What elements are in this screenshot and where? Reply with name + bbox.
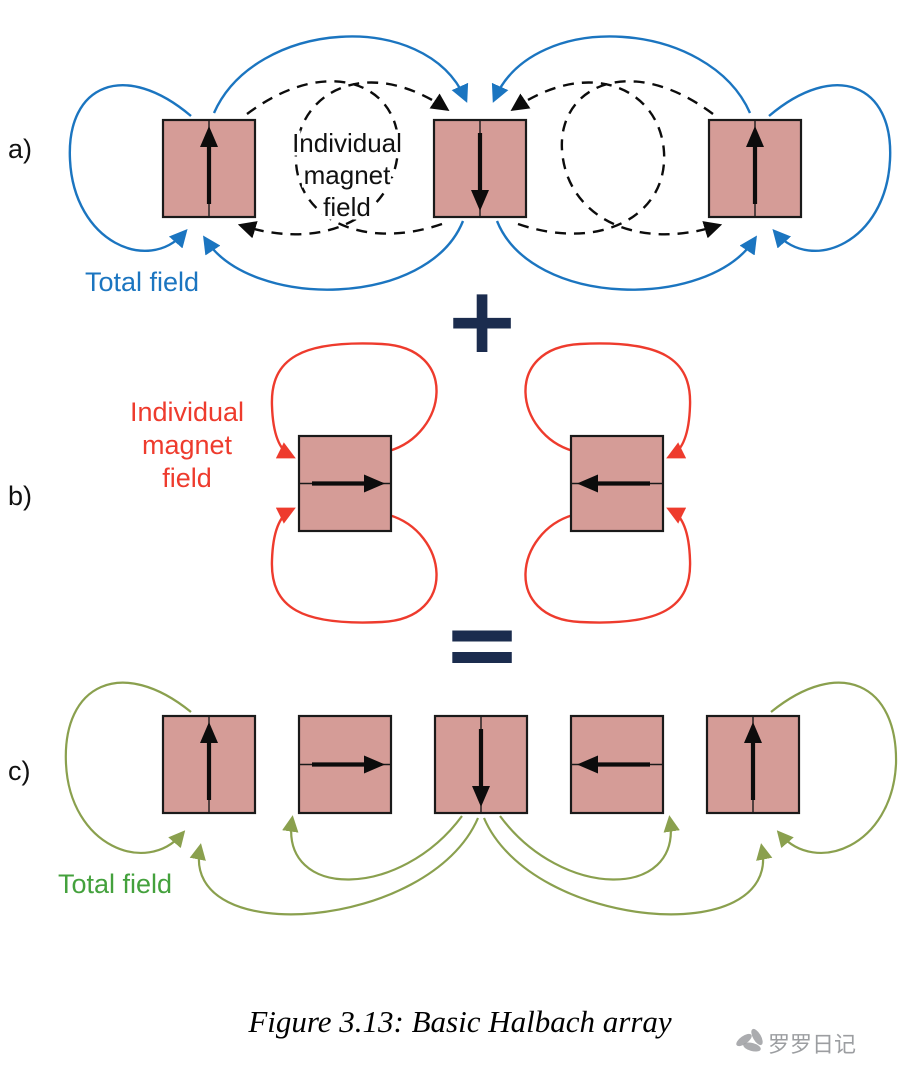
total-field-line-c-outer-left — [64, 681, 192, 854]
total-field-label-c: Total field — [58, 869, 172, 899]
individual-field-loop-b1-top — [270, 342, 438, 459]
individual-field-line-1 — [237, 80, 400, 239]
magnetization-arrow-left — [577, 755, 598, 774]
magnet-left — [569, 434, 665, 533]
panel-c-label: c) — [8, 756, 31, 786]
total-field-line-c-outer-right — [770, 681, 898, 854]
total-field-label-a: Total field — [85, 267, 199, 297]
equals-operator: = — [442, 590, 522, 700]
magnet-up — [161, 714, 257, 815]
watermark-logo — [736, 1028, 763, 1052]
magnetization-arrow-left — [577, 474, 598, 493]
magnet-up — [707, 118, 803, 219]
total-field-line-bottom-right — [495, 220, 757, 291]
individual-field-line-4 — [560, 80, 723, 239]
total-field-line-bottom-left — [203, 220, 465, 291]
individual-field-label-line3: field — [323, 192, 371, 222]
magnet-down — [433, 714, 529, 815]
magnetization-arrow-right — [364, 474, 385, 493]
magnet-up — [705, 714, 801, 815]
individual-field-line-3 — [510, 81, 666, 235]
magnetization-arrow-up — [200, 126, 218, 147]
total-field-line-top-right — [491, 35, 752, 114]
magnetization-arrow-right — [364, 755, 385, 774]
magnet-row-c — [161, 714, 801, 815]
total-field-line-outer-right — [768, 84, 892, 252]
total-field-line-c-swoop-right-short — [499, 815, 680, 881]
individual-field-label-b-line2: magnet — [142, 430, 233, 460]
panel-c: c) Total field — [8, 681, 898, 916]
magnetization-arrow-down — [471, 190, 489, 211]
total-field-line-top-left — [212, 35, 469, 114]
magnetization-arrow-up — [746, 126, 764, 147]
panel-b: b) Individual magnet field — [8, 342, 692, 624]
magnet-up — [161, 118, 257, 219]
individual-field-label-b-line1: Individual — [130, 397, 244, 427]
magnet-row-b — [297, 434, 665, 533]
individual-field-loop-b2-top — [524, 342, 692, 459]
watermark-text: 罗罗日记 — [768, 1032, 856, 1057]
magnet-down — [432, 118, 528, 219]
magnet-right — [297, 714, 393, 815]
individual-field-line-2 — [294, 81, 450, 235]
individual-field-label-b-line3: field — [162, 463, 212, 493]
individual-field-loop-b2-bottom — [524, 507, 692, 624]
magnet-right — [297, 434, 393, 533]
magnetization-arrow-up — [744, 722, 762, 743]
total-field-line-c-swoop-right-long — [482, 817, 773, 916]
figure-caption: Figure 3.13: Basic Halbach array — [247, 1004, 672, 1039]
individual-field-label-line2: magnet — [304, 160, 391, 190]
magnet-left — [569, 714, 665, 815]
panel-a: a) Individual magnet field Total field — [8, 35, 892, 297]
panel-a-label: a) — [8, 134, 32, 164]
individual-field-label-line1: Individual — [292, 128, 402, 158]
panel-b-label: b) — [8, 481, 32, 511]
magnet-row-a — [161, 118, 803, 219]
total-field-line-outer-left — [68, 84, 192, 252]
magnetization-arrow-up — [200, 722, 218, 743]
individual-field-loop-b1-bottom — [270, 507, 438, 624]
total-field-line-c-swoop-left-short — [282, 815, 463, 881]
watermark: 罗罗日记 — [736, 1028, 856, 1057]
plus-operator: + — [443, 267, 520, 374]
magnetization-arrow-down — [472, 786, 490, 807]
total-field-line-c-swoop-left-long — [189, 817, 480, 916]
